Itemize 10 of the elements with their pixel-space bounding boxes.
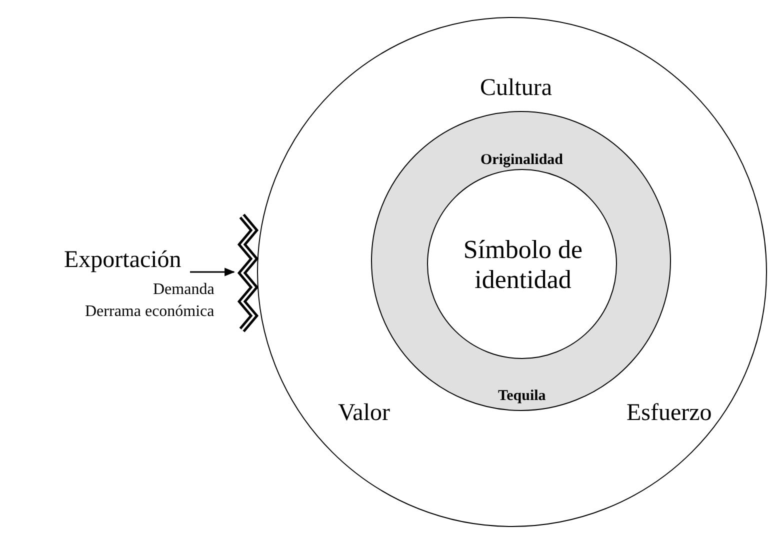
annotation-text: Exportación <box>64 247 182 275</box>
circle-label: Originalidad <box>480 152 564 169</box>
annotation-text: Derrama económica <box>85 303 214 322</box>
circle-label: Tequila <box>498 388 546 405</box>
circle-label: Valor <box>338 400 390 428</box>
arrow <box>190 268 236 276</box>
annotation-text: Demanda <box>153 281 214 300</box>
circle-label: Esfuerzo <box>626 400 712 428</box>
circle-label: Símbolo de identidad <box>462 235 584 295</box>
circle-label: Cultura <box>480 75 552 103</box>
